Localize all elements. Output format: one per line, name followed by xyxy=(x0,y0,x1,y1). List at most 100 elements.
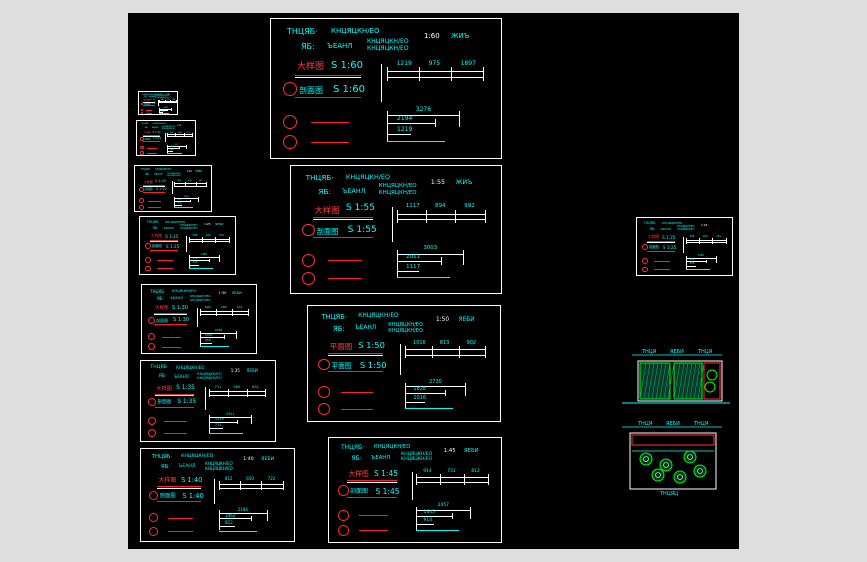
sheet-sub: ЯБ: xyxy=(152,226,159,231)
dim-top-0: 609 xyxy=(204,305,211,309)
dim-top-0: 711 xyxy=(214,384,222,389)
dim-mid-0: 819 xyxy=(174,143,179,146)
dim-chain-low-b xyxy=(159,111,164,113)
dim-tick-end xyxy=(725,238,727,244)
main-view-label: 大样图 xyxy=(314,205,340,216)
sheet-note: ЯЕБИ xyxy=(246,368,258,374)
dim-low-1: 711 xyxy=(214,423,222,428)
section-marker-circle xyxy=(642,244,648,251)
elevation-label-1: ЯЕБИ xyxy=(670,349,684,355)
sheet-sub: ЯБ: xyxy=(333,325,345,334)
section-marker-circle xyxy=(301,223,315,237)
dim-tick-2 xyxy=(246,389,248,398)
section-view-label: 剖面图 xyxy=(144,138,151,141)
main-view-scale: S 1:15 xyxy=(152,130,161,134)
main-underline-1 xyxy=(312,217,374,219)
elevation-hatch-line xyxy=(667,362,675,400)
dim-tick-1 xyxy=(698,238,700,244)
dim-chain-low xyxy=(405,392,446,394)
dim-mid-0: 1638 xyxy=(214,328,223,332)
dim-mid-tick-b xyxy=(185,144,187,149)
detail-marker-circle-1 xyxy=(141,108,144,111)
main-view-label: 大样图 xyxy=(156,385,173,392)
detail-marker-circle-1 xyxy=(148,333,155,340)
section-view-scale: S 1:55 xyxy=(347,225,377,236)
dim-top-0: 1219 xyxy=(396,60,412,67)
sheet-note: ЖИЪ xyxy=(455,177,473,186)
dim-chain-low-b xyxy=(167,150,174,152)
detail-leader-1 xyxy=(156,260,173,262)
section-view-scale: S 1:45 xyxy=(375,486,400,496)
dim-low-0: 1828 xyxy=(413,386,427,393)
sheet-header: ТНЦЯБ· xyxy=(141,123,149,126)
detail-marker-circle-2 xyxy=(140,151,144,155)
dim-top-2: 722 xyxy=(267,476,276,482)
detail-marker-circle-1 xyxy=(338,510,349,521)
dim-tick-2 xyxy=(458,346,460,358)
sheet-stack-2: КНЦЯЦКН/ЕО xyxy=(155,96,170,99)
dim-low-tick xyxy=(250,515,252,522)
main-underline-1 xyxy=(155,393,194,395)
sheet-stack-1: КНЦЯЦКН/ЕО xyxy=(367,38,409,45)
dim-top-1: 975 xyxy=(428,60,441,67)
dim-mid-0: 3003 xyxy=(423,245,438,252)
dim-mid-tick-b xyxy=(459,111,460,127)
dim-chain-low xyxy=(200,337,224,338)
cad-model-space[interactable]: ТНЦЯБ· КНЦЯЦКН/ЕО ЯБ: ЪЕАНЛ КНЦЯЦКН/ЕО КНЦЯЦК… xyxy=(128,13,739,549)
dim-chain-low xyxy=(218,518,251,520)
sheet-sub-2: ЪЕАНЛ xyxy=(342,186,366,195)
dim-mid-0: 3276 xyxy=(415,106,432,113)
detail-leader-2 xyxy=(164,433,187,435)
dim-mid-tick-b xyxy=(462,250,464,265)
dim-chain-top xyxy=(387,71,483,72)
section-marker-circle xyxy=(140,137,144,141)
detail-marker-circle-1 xyxy=(145,257,151,263)
sheet-header-2: КНЦЯЦКН/ЕО xyxy=(165,219,186,224)
dim-tick-end xyxy=(191,133,193,138)
dim-mid-tick-b xyxy=(171,107,173,111)
dim-mid-tick-a xyxy=(218,510,220,531)
elevation-hatch-line xyxy=(689,362,697,400)
main-view-label: 大样图 xyxy=(143,179,153,184)
detail-leader-2 xyxy=(311,142,349,143)
dim-chain-low xyxy=(387,123,435,124)
dim-chain-top xyxy=(685,239,726,241)
sheet-stack-2: КНЦЯЦКН/ЕО xyxy=(167,175,182,178)
dim-mid-tick-b xyxy=(251,414,253,425)
main-underline-2 xyxy=(155,395,194,396)
detail-leader-1 xyxy=(167,517,194,519)
dim-base-line xyxy=(159,113,169,114)
section-marker-circle xyxy=(141,102,144,106)
dim-chain-mid xyxy=(405,386,466,388)
dim-chain-top-b xyxy=(405,354,486,356)
dim-low-1: 203 xyxy=(160,110,165,113)
sheet-sub-2: ЪЕАНЛ xyxy=(153,173,163,177)
dim-ref-line xyxy=(391,207,393,242)
sheet-header: ТНЦЯБ· xyxy=(150,288,166,294)
dim-ref-line xyxy=(165,132,167,143)
section-marker-circle xyxy=(338,485,349,496)
dim-mid-tick-a xyxy=(174,196,175,207)
main-underline-2 xyxy=(647,242,675,244)
main-view-scale: S 1:40 xyxy=(181,476,203,485)
dim-tick-1 xyxy=(216,309,217,316)
sheet-sub: ЯБ: xyxy=(144,127,149,130)
dim-mid-0: 2184 xyxy=(237,506,248,512)
dim-chain-low xyxy=(397,261,441,263)
dim-base-line xyxy=(405,408,454,410)
main-underline-1 xyxy=(143,184,166,186)
